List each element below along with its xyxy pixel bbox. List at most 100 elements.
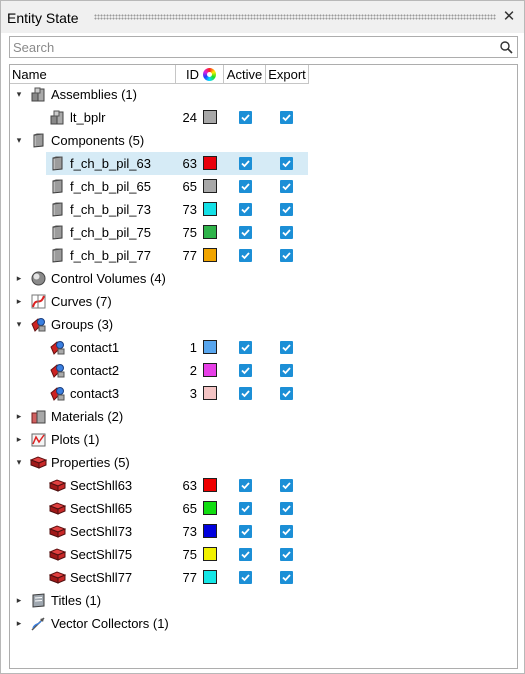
tree-group-row[interactable]: ▸ Materials (2): [10, 405, 517, 428]
color-swatch[interactable]: [203, 110, 217, 124]
active-checkbox[interactable]: [239, 249, 252, 262]
active-checkbox[interactable]: [239, 364, 252, 377]
color-swatch[interactable]: [203, 547, 217, 561]
component-icon: [49, 155, 66, 172]
tree-group-row[interactable]: ▸Titles (1): [10, 589, 517, 612]
material-icon: [30, 408, 47, 425]
curve-icon: [30, 293, 47, 310]
tree-group-row[interactable]: ▸Curves (7): [10, 290, 517, 313]
color-swatch[interactable]: [203, 156, 217, 170]
color-swatch[interactable]: [203, 225, 217, 239]
column-header-name[interactable]: Name: [10, 65, 176, 84]
color-swatch[interactable]: [203, 501, 217, 515]
export-checkbox[interactable]: [280, 226, 293, 239]
tree-group-row[interactable]: ▸ Vector Collectors (1): [10, 612, 517, 635]
column-header-color[interactable]: [200, 65, 224, 84]
expand-arrow-icon[interactable]: ▸: [16, 411, 22, 421]
export-checkbox[interactable]: [280, 157, 293, 170]
item-label: lt_bplr: [70, 110, 106, 125]
item-label: contact2: [70, 363, 120, 378]
expand-arrow-icon[interactable]: ▸: [16, 434, 22, 444]
expand-arrow-icon[interactable]: ▸: [16, 595, 22, 605]
color-swatch[interactable]: [203, 340, 217, 354]
export-checkbox[interactable]: [280, 548, 293, 561]
color-swatch[interactable]: [203, 248, 217, 262]
tree-group-row[interactable]: ▸Control Volumes (4): [10, 267, 517, 290]
color-swatch[interactable]: [203, 363, 217, 377]
drag-handle[interactable]: [94, 14, 496, 20]
color-swatch[interactable]: [203, 202, 217, 216]
active-checkbox[interactable]: [239, 548, 252, 561]
search-input[interactable]: [13, 38, 493, 56]
color-swatch[interactable]: [203, 478, 217, 492]
item-label: f_ch_b_pil_75: [70, 225, 151, 240]
collapse-arrow-icon[interactable]: ▾: [16, 319, 22, 329]
export-checkbox[interactable]: [280, 341, 293, 354]
color-swatch[interactable]: [203, 179, 217, 193]
active-checkbox[interactable]: [239, 525, 252, 538]
column-header-active[interactable]: Active: [224, 65, 266, 84]
column-header-id[interactable]: ID: [186, 67, 199, 82]
color-swatch[interactable]: [203, 524, 217, 538]
contact-group-icon: [49, 362, 66, 379]
column-header-export[interactable]: Export: [266, 65, 309, 84]
active-checkbox[interactable]: [239, 226, 252, 239]
active-checkbox[interactable]: [239, 111, 252, 124]
search-icon[interactable]: [499, 40, 513, 54]
property-icon: [48, 477, 67, 494]
active-checkbox[interactable]: [239, 387, 252, 400]
export-checkbox[interactable]: [280, 364, 293, 377]
export-checkbox[interactable]: [280, 571, 293, 584]
group-label: Vector Collectors (1): [51, 616, 169, 631]
export-checkbox[interactable]: [280, 111, 293, 124]
tree-group-row[interactable]: ▸Plots (1): [10, 428, 517, 451]
group-label: Groups (3): [51, 317, 114, 332]
item-label: contact1: [70, 340, 120, 355]
expand-arrow-icon[interactable]: ▸: [16, 296, 22, 306]
export-checkbox[interactable]: [280, 203, 293, 216]
color-swatch[interactable]: [203, 570, 217, 584]
expand-arrow-icon[interactable]: ▸: [16, 618, 22, 628]
active-checkbox[interactable]: [239, 203, 252, 216]
tree-group-row[interactable]: ▾Components (5): [10, 129, 517, 152]
active-checkbox[interactable]: [239, 341, 252, 354]
export-checkbox[interactable]: [280, 249, 293, 262]
collapse-arrow-icon[interactable]: ▾: [16, 89, 22, 99]
export-checkbox[interactable]: [280, 387, 293, 400]
collapse-arrow-icon[interactable]: ▾: [16, 135, 22, 145]
item-label: SectShll73: [70, 524, 133, 539]
active-checkbox[interactable]: [239, 571, 252, 584]
tree-group-row[interactable]: ▾ Groups (3): [10, 313, 517, 336]
export-checkbox[interactable]: [280, 479, 293, 492]
export-checkbox[interactable]: [280, 502, 293, 515]
export-checkbox[interactable]: [280, 180, 293, 193]
tree-group-row[interactable]: ▾Properties (5): [10, 451, 517, 474]
expand-arrow-icon[interactable]: ▸: [16, 273, 22, 283]
collapse-arrow-icon[interactable]: ▾: [16, 457, 22, 467]
close-icon[interactable]: ✕: [502, 8, 516, 25]
active-checkbox[interactable]: [239, 180, 252, 193]
contact-group-icon: [49, 339, 66, 356]
active-checkbox[interactable]: [239, 479, 252, 492]
search-box[interactable]: [9, 36, 518, 58]
tree-group-row[interactable]: ▾Assemblies (1): [10, 83, 517, 106]
color-swatch[interactable]: [203, 386, 217, 400]
active-checkbox[interactable]: [239, 502, 252, 515]
group-label: Materials (2): [51, 409, 124, 424]
export-checkbox[interactable]: [280, 525, 293, 538]
active-checkbox[interactable]: [239, 157, 252, 170]
